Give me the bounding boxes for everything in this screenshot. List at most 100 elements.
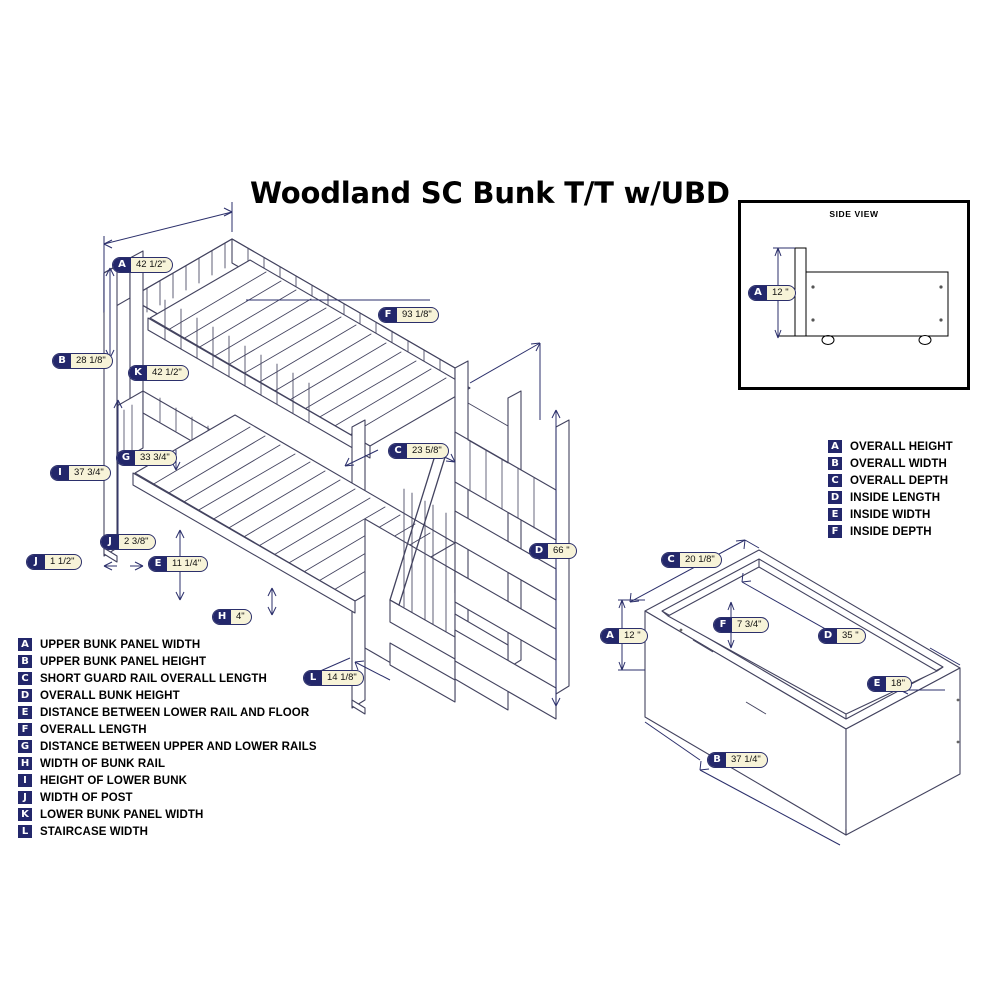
dimension-badge-b: B 28 1/8" — [52, 353, 113, 369]
legend-key: B — [828, 457, 842, 470]
legend-key: D — [18, 689, 32, 702]
legend-item-l: L STAIRCASE WIDTH — [18, 823, 317, 840]
side-view-title: SIDE VIEW — [829, 209, 879, 219]
legend-label: OVERALL WIDTH — [850, 457, 947, 470]
dimension-badge-j: J 1 1/2" — [26, 554, 82, 570]
legend-label: HEIGHT OF LOWER BUNK — [40, 774, 188, 787]
dimension-badge-key: E — [868, 677, 886, 691]
legend-key: C — [18, 672, 32, 685]
legend-item-d: D OVERALL BUNK HEIGHT — [18, 687, 317, 704]
dimension-badge-key: J — [27, 555, 45, 569]
legend-key: I — [18, 774, 32, 787]
dimension-badge-value: 11 1/4" — [172, 558, 202, 569]
dimension-badge-value: 12 " — [624, 630, 641, 641]
legend-label: STAIRCASE WIDTH — [40, 825, 148, 838]
page-title: Woodland SC Bunk T/T w/UBD — [250, 176, 730, 210]
legend-key: L — [18, 825, 32, 838]
legend-key: B — [18, 655, 32, 668]
legend-item-f: F OVERALL LENGTH — [18, 721, 317, 738]
dimension-badge-f: F 7 3/4" — [713, 617, 769, 633]
dimension-badge-value: 37 3/4" — [74, 467, 104, 478]
dimension-badge-value: 12 " — [772, 287, 789, 298]
legend-label: LOWER BUNK PANEL WIDTH — [40, 808, 204, 821]
dimension-badge-key: G — [117, 451, 135, 465]
legend-item-d: D INSIDE LENGTH — [828, 489, 953, 506]
legend-key: E — [18, 706, 32, 719]
dimension-badge-value: 7 3/4" — [737, 619, 762, 630]
dimension-badge-value: 28 1/8" — [76, 355, 106, 366]
dimension-badge-value: 37 1/4" — [731, 754, 761, 765]
dimension-badge-value: 14 1/8" — [327, 672, 357, 683]
legend-key: H — [18, 757, 32, 770]
legend-key: F — [18, 723, 32, 736]
legend-item-i: I HEIGHT OF LOWER BUNK — [18, 772, 317, 789]
dimension-badge-b: B 37 1/4" — [707, 752, 768, 768]
legend-label: UPPER BUNK PANEL HEIGHT — [40, 655, 207, 668]
legend-item-b: B UPPER BUNK PANEL HEIGHT — [18, 653, 317, 670]
legend-label: OVERALL HEIGHT — [850, 440, 953, 453]
legend-key: C — [828, 474, 842, 487]
dimension-badge-a-side-view: A 12 " — [748, 285, 796, 301]
dimension-badge-a: A 42 1/2" — [112, 257, 173, 273]
dimension-badge-value: 2 3/8" — [124, 536, 149, 547]
dimension-badge-value: 1 1/2" — [50, 556, 75, 567]
legend-item-a: A UPPER BUNK PANEL WIDTH — [18, 636, 317, 653]
dimension-badge-g: G 33 3/4" — [116, 450, 177, 466]
dimension-badge-value: 33 3/4" — [140, 452, 170, 463]
dimension-badge-k: K 42 1/2" — [128, 365, 189, 381]
dimension-badge-l: L 14 1/8" — [303, 670, 364, 686]
dimension-badge-value: 4" — [236, 611, 245, 622]
legend-label: DISTANCE BETWEEN UPPER AND LOWER RAILS — [40, 740, 317, 753]
dimension-badge-value: 20 1/8" — [685, 554, 715, 565]
legend-label: OVERALL LENGTH — [40, 723, 147, 736]
dimension-badge-value: 23 5/8" — [412, 445, 442, 456]
dimension-badge-key: A — [113, 258, 131, 272]
legend-label: WIDTH OF BUNK RAIL — [40, 757, 166, 770]
dimension-badge-value: 42 1/2" — [136, 259, 166, 270]
legend-key: A — [18, 638, 32, 651]
legend-item-c: C OVERALL DEPTH — [828, 472, 953, 489]
dimension-badge-key: D — [530, 544, 548, 558]
dimension-badge-j: J 2 3/8" — [100, 534, 156, 550]
legend-label: OVERALL DEPTH — [850, 474, 949, 487]
dimension-badge-key: L — [304, 671, 322, 685]
legend-label: INSIDE WIDTH — [850, 508, 931, 521]
dimension-badge-value: 66 " — [553, 545, 570, 556]
dimension-badge-key: C — [389, 444, 407, 458]
dimension-badge-key: C — [662, 553, 680, 567]
legend-label: DISTANCE BETWEEN LOWER RAIL AND FLOOR — [40, 706, 310, 719]
dimension-badge-key: K — [129, 366, 147, 380]
drawer-dimension-legend: A OVERALL HEIGHT B OVERALL WIDTH C OVERALL DE… — [828, 438, 953, 540]
legend-label: INSIDE LENGTH — [850, 491, 941, 504]
dimension-badge-key: D — [819, 629, 837, 643]
dimension-badge-key: J — [101, 535, 119, 549]
bunk-dimension-legend: A UPPER BUNK PANEL WIDTH B UPPER BUNK PANEL… — [18, 636, 317, 840]
dimension-badge-key: B — [708, 753, 726, 767]
legend-item-e: E DISTANCE BETWEEN LOWER RAIL AND FLOOR — [18, 704, 317, 721]
legend-key: A — [828, 440, 842, 453]
legend-label: SHORT GUARD RAIL OVERALL LENGTH — [40, 672, 267, 685]
legend-key: J — [18, 791, 32, 804]
dimension-badge-key: A — [749, 286, 767, 300]
dimension-badge-i: I 37 3/4" — [50, 465, 111, 481]
legend-label: UPPER BUNK PANEL WIDTH — [40, 638, 201, 651]
legend-item-a: A OVERALL HEIGHT — [828, 438, 953, 455]
legend-key: F — [828, 525, 842, 538]
dimension-badge-key: F — [714, 618, 732, 632]
dimension-badge-value: 35 " — [842, 630, 859, 641]
legend-key: D — [828, 491, 842, 504]
legend-label: OVERALL BUNK HEIGHT — [40, 689, 180, 702]
dimension-badge-d: D 66 " — [529, 543, 577, 559]
dimension-badge-key: B — [53, 354, 71, 368]
dimension-badge-key: I — [51, 466, 69, 480]
dimension-badge-value: 42 1/2" — [152, 367, 182, 378]
